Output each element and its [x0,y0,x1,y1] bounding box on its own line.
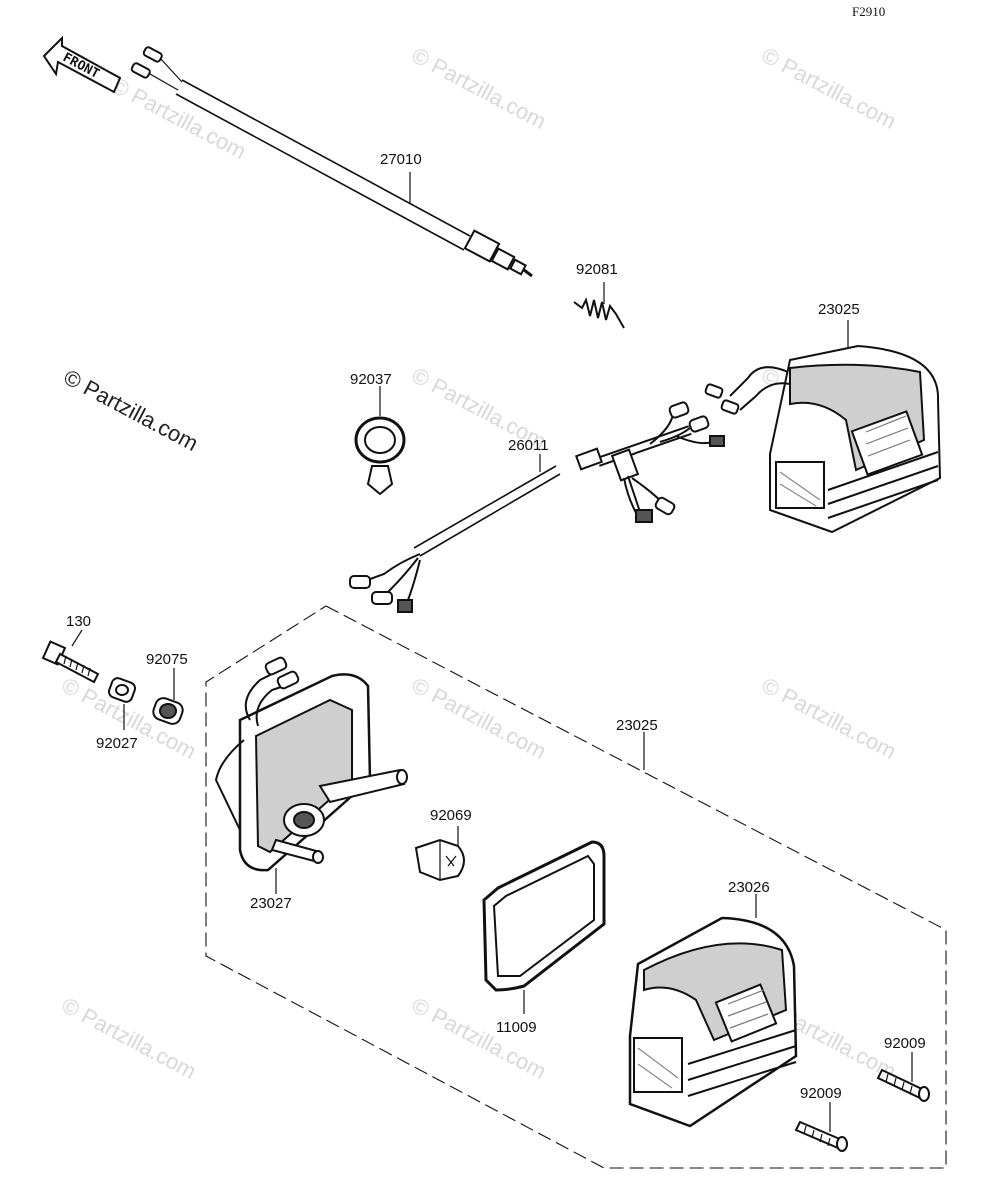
lamp-base-23027 [214,656,408,872]
front-arrow-icon: FRONT [42,35,122,94]
assembly-outline [205,605,947,1169]
watermark: © Partzilla.com [758,42,901,134]
grommet-92075 [152,697,184,725]
watermarks: © Partzilla.com © Partzilla.com © Partzi… [58,42,901,1084]
watermark: © Partzilla.com [58,992,201,1084]
label-92069: 92069 [430,807,472,824]
label-92009-b: 92009 [800,1085,842,1102]
figure-code: F2910 [852,4,885,19]
nut-92027 [107,677,137,703]
label-130: 130 [66,613,91,630]
watermark: © Partzilla.com [408,42,551,134]
label-92037: 92037 [350,371,392,388]
label-23025-assy: 23025 [616,717,658,734]
label-27010: 27010 [380,151,422,168]
tail-lamp-23025-top [704,344,942,534]
lens-23026 [628,916,798,1128]
gasket-11009 [482,840,606,992]
watermark: © Partzilla.com [758,672,901,764]
label-23026: 23026 [728,879,770,896]
label-23025-top: 23025 [818,301,860,318]
cable-27010 [130,46,533,278]
label-11009: 11009 [496,1019,537,1036]
label-92009-a: 92009 [884,1035,926,1052]
label-92081: 92081 [576,261,618,278]
watermark-main: © Partzilla.com [60,364,203,456]
label-23027: 23027 [250,895,292,912]
label-26011: 26011 [508,437,549,454]
spring-92081 [573,297,625,329]
label-92027: 92027 [96,735,138,752]
harness-26011 [349,401,725,613]
label-92075: 92075 [146,651,188,668]
leader-130 [71,629,83,647]
screw-92009-b [794,1120,848,1152]
watermark: © Partzilla.com [108,72,251,164]
clamp-92037 [354,416,406,496]
bulb-92069 [414,838,465,882]
watermark: © Partzilla.com [408,992,551,1084]
bolt-130 [41,640,100,684]
screw-92009-a [876,1068,930,1102]
front-label: FRONT [60,50,102,82]
